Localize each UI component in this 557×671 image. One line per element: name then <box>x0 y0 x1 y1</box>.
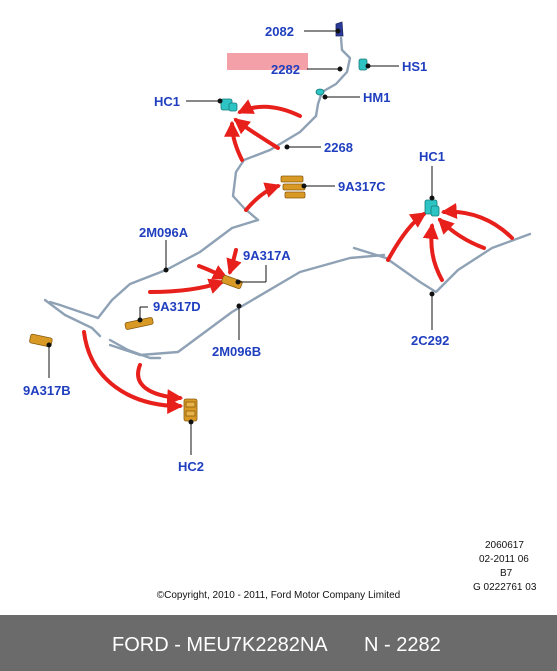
meta-revision: B7 <box>500 568 513 579</box>
callout-hs1: HS1 <box>402 59 428 74</box>
flow-arrows <box>82 99 514 414</box>
clip-9a317a <box>221 274 243 290</box>
clip-9a317c <box>280 175 306 199</box>
tube-2c292 <box>352 232 532 294</box>
arrow-9a317a-c <box>148 278 226 294</box>
clip-hc2 <box>183 398 198 422</box>
callout-hm1: HM1 <box>363 90 391 105</box>
brake-tubes <box>43 36 532 360</box>
arrow-hc1-left-a <box>237 99 302 118</box>
callout-2082: 2082 <box>265 24 294 39</box>
tube-2m096a <box>48 218 260 320</box>
tube-2268 <box>231 114 318 222</box>
part-highlight <box>227 53 308 70</box>
callout-9a317b: 9A317B <box>23 383 71 398</box>
connector-hc1-left <box>220 98 238 112</box>
arrow-hc1-right-c <box>437 217 486 250</box>
tube-2m096b <box>108 253 386 357</box>
arrow-hc1-right-b <box>422 222 444 282</box>
tube-2082 <box>314 36 352 118</box>
copyright-notice: ©Copyright, 2010 - 2011, Ford Motor Comp… <box>156 590 401 601</box>
connector-hs1 <box>358 58 368 71</box>
callout-2282: 2282 <box>271 62 300 77</box>
arrow-9a317a-b <box>226 248 242 276</box>
leader-lines <box>46 28 435 455</box>
clip-9a317b <box>29 333 53 348</box>
callout-2m096a: 2M096A <box>139 225 189 240</box>
callout-9a317d: 9A317D <box>153 299 201 314</box>
callout-9a317c: 9A317C <box>338 179 386 194</box>
connector-hc1-right <box>424 199 440 217</box>
arrow-9a317a-a <box>197 264 229 280</box>
callout-2c292: 2C292 <box>411 333 450 348</box>
meta-graphic-number: G 0222761 03 <box>473 582 537 593</box>
meta-date-code: 02-2011 06 <box>479 554 529 565</box>
tube-short <box>108 338 162 360</box>
arrow-hc1-left-b <box>233 118 280 150</box>
arrow-hc2-b <box>136 363 184 406</box>
footer-reference: N - 2282 <box>364 634 441 656</box>
footer-bar: FORD - MEU7K2282NA N - 2282 <box>0 615 557 671</box>
meta-drawing-id: 2060617 <box>485 540 524 551</box>
arrow-hc2-a <box>82 330 184 414</box>
callout-hc1-right: HC1 <box>419 149 446 164</box>
arrow-9a317c <box>244 182 282 212</box>
connector-hm1 <box>315 88 325 96</box>
arrow-hc1-right-d <box>440 203 514 240</box>
callout-2268: 2268 <box>324 140 353 155</box>
arrow-hc1-right-a <box>386 212 427 262</box>
arrow-hc1-left-c <box>224 120 244 162</box>
brake-line-diagram <box>29 21 532 455</box>
tube-lower-left <box>43 298 102 338</box>
callout-9a317a: 9A317A <box>243 248 291 263</box>
callout-2m096b: 2M096B <box>212 344 262 359</box>
callout-hc2: HC2 <box>178 459 205 474</box>
callout-hc1-left: HC1 <box>154 94 181 109</box>
footer-part-number: FORD - MEU7K2282NA <box>112 634 328 656</box>
